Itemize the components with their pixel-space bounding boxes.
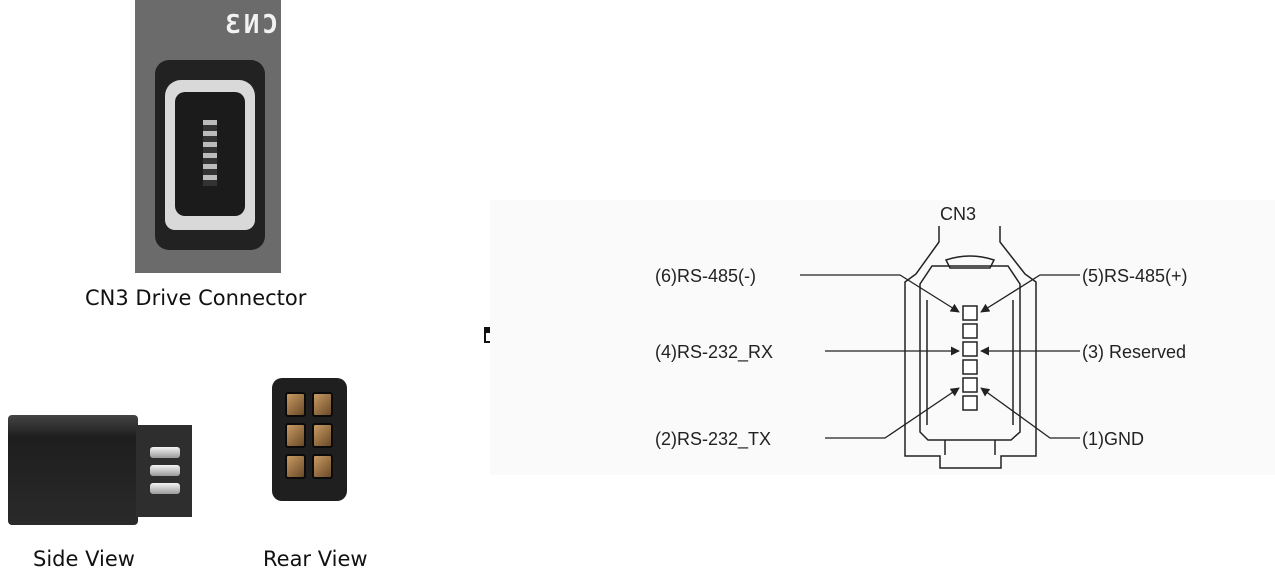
pinout-background xyxy=(490,200,1275,475)
rear-pin-cell xyxy=(312,454,333,479)
socket-pins xyxy=(203,120,217,186)
pin-label-6: (6)RS-485(-) xyxy=(655,266,756,286)
cn3-silkscreen-label: CN3 xyxy=(222,10,278,40)
rear-view-caption: Rear View xyxy=(263,547,368,571)
side-view-caption: Side View xyxy=(33,547,135,571)
plug-pin xyxy=(150,483,180,494)
rear-view-photo xyxy=(272,378,347,501)
plug-pin xyxy=(150,465,180,476)
contact-pin xyxy=(962,395,978,411)
pin-label-5: (5)RS-485(+) xyxy=(1082,266,1188,286)
side-view-photo xyxy=(8,415,193,525)
contact-pin xyxy=(962,359,978,375)
pin-label-3: (3) Reserved xyxy=(1082,342,1186,362)
pin-label-4: (4)RS-232_RX xyxy=(655,342,773,363)
contact-pin xyxy=(962,341,978,357)
pin-label-1: (1)GND xyxy=(1082,429,1144,449)
connector-outline xyxy=(904,226,1037,469)
rear-pin-cell xyxy=(285,423,306,448)
pin-leaders xyxy=(800,274,1080,439)
pinout-title: CN3 xyxy=(940,204,976,224)
rear-pin-cell xyxy=(285,392,306,417)
rear-pin-cell xyxy=(312,392,333,417)
rear-pin-cell xyxy=(312,423,333,448)
contact-column xyxy=(962,305,978,411)
cn3-pinout-diagram: CN3 (6)RS-485(-) (5)RS-485(+) (4)RS-232_… xyxy=(655,204,1188,469)
plug-pin xyxy=(150,447,180,458)
contact-pin xyxy=(962,377,978,393)
cn3-caption: CN3 Drive Connector xyxy=(85,286,307,310)
rear-pin-cell xyxy=(285,454,306,479)
contact-pin xyxy=(962,323,978,339)
plug-body xyxy=(8,415,138,525)
connector-socket xyxy=(155,60,265,250)
contact-pin xyxy=(962,305,978,321)
pin-label-2: (2)RS-232_TX xyxy=(655,429,771,450)
cn3-drive-connector-photo: CN3 xyxy=(135,0,281,273)
